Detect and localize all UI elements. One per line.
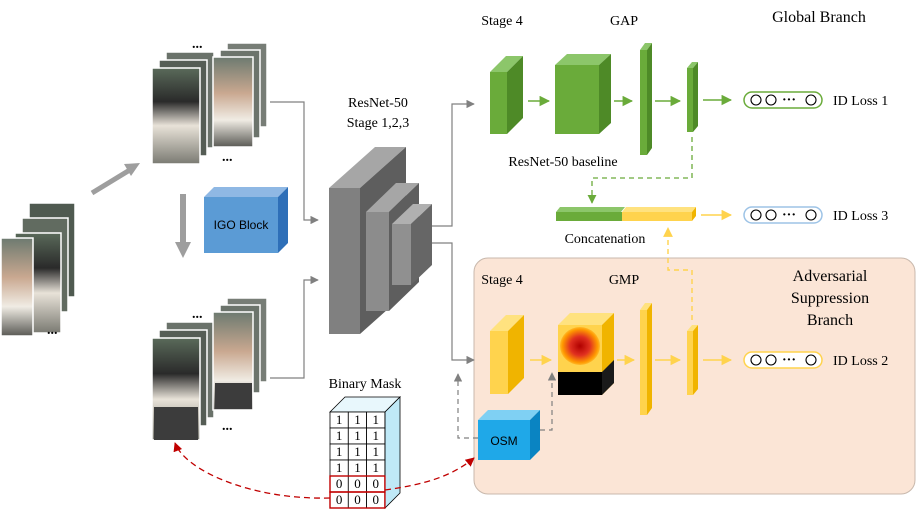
mask-cell-value: 1: [336, 460, 343, 475]
baseline-label: ResNet-50 baseline: [508, 155, 617, 170]
id-loss-2-vector: ···: [743, 351, 823, 369]
svg-text:···: ···: [782, 353, 796, 368]
augment-arrow-down: [175, 194, 191, 258]
mask-cell-value: 0: [354, 476, 361, 491]
svg-text:...: ...: [222, 419, 233, 434]
id-loss-3-label: ID Loss 3: [833, 209, 888, 224]
mask-cell-value: 1: [373, 460, 380, 475]
gap-green-block: [555, 54, 611, 134]
osm-block: OSM: [478, 410, 540, 460]
mask-cell-value: 0: [354, 492, 361, 507]
mask-cell-value: 1: [336, 444, 343, 459]
original-image-group: ... ...: [151, 37, 268, 165]
stage4-top-label: Stage 4: [481, 14, 523, 29]
resnet-label-line1: ResNet-50: [348, 96, 408, 111]
suppressed-region: [558, 372, 602, 395]
occlusion-patch-2: [215, 383, 252, 409]
occluded-image-group: ... ...: [151, 297, 268, 441]
mask-cell-value: 1: [354, 428, 361, 443]
heatmap-block: [558, 313, 614, 395]
mask-cell-value: 1: [336, 428, 343, 443]
input-ellipsis: ...: [47, 323, 58, 338]
svg-text:···: ···: [782, 93, 796, 108]
mask-cell-value: 0: [373, 492, 380, 507]
stage4-green-block: [490, 56, 523, 134]
binary-mask-label: Binary Mask: [329, 377, 402, 392]
augment-arrow-up: [90, 163, 140, 196]
mask-cell-value: 0: [336, 492, 343, 507]
mask-cell-value: 1: [354, 412, 361, 427]
gmp-reduced-bar: [687, 325, 698, 395]
resnet-label-line2: Stage 1,2,3: [347, 116, 410, 131]
adversarial-title-1: Adversarial: [793, 268, 868, 285]
svg-text:...: ...: [192, 307, 203, 322]
mask-cell-value: 1: [373, 428, 380, 443]
id-loss-2-label: ID Loss 2: [833, 354, 888, 369]
osm-label: OSM: [490, 434, 517, 448]
mask-cell-value: 0: [373, 476, 380, 491]
stage4-yellow-block: [490, 315, 524, 394]
input-image-stack: ...: [0, 202, 76, 338]
mask-zero-row-outline: [329, 491, 386, 509]
id-loss-3-vector: ···: [743, 206, 823, 224]
concatenation-label: Concatenation: [565, 232, 646, 247]
global-reduced-bar: [687, 62, 698, 132]
mask-to-osm-link: [384, 457, 475, 491]
activation-heatmap: [560, 327, 600, 365]
id-loss-1-vector: ···: [743, 91, 823, 109]
concatenation-bar: [556, 207, 696, 221]
mask-cell-value: 1: [354, 460, 361, 475]
gmp-feature-bar: [640, 303, 652, 415]
stage4-bottom-label: Stage 4: [481, 273, 523, 288]
mask-to-image-link: [173, 442, 331, 499]
gap-label: GAP: [610, 14, 638, 29]
mask-cell-value: 1: [354, 444, 361, 459]
igo-block: IGO Block: [204, 187, 288, 253]
svg-text:...: ...: [192, 37, 203, 52]
global-feature-bar: [640, 43, 652, 155]
occlusion-patch: [154, 407, 198, 440]
igo-block-label: IGO Block: [214, 218, 270, 232]
mask-cell-value: 1: [373, 444, 380, 459]
svg-text:···: ···: [782, 208, 796, 223]
mask-cell-value: 1: [336, 412, 343, 427]
global-branch-title: Global Branch: [772, 9, 866, 26]
svg-text:...: ...: [222, 150, 233, 165]
mask-cell-value: 1: [373, 412, 380, 427]
mask-cell-value: 0: [336, 476, 343, 491]
resnet-backbone: [329, 147, 432, 334]
adversarial-title-2: Suppression: [791, 290, 869, 307]
adversarial-title-3: Branch: [807, 312, 853, 329]
id-loss-1-label: ID Loss 1: [833, 94, 888, 109]
gmp-label: GMP: [609, 273, 640, 288]
